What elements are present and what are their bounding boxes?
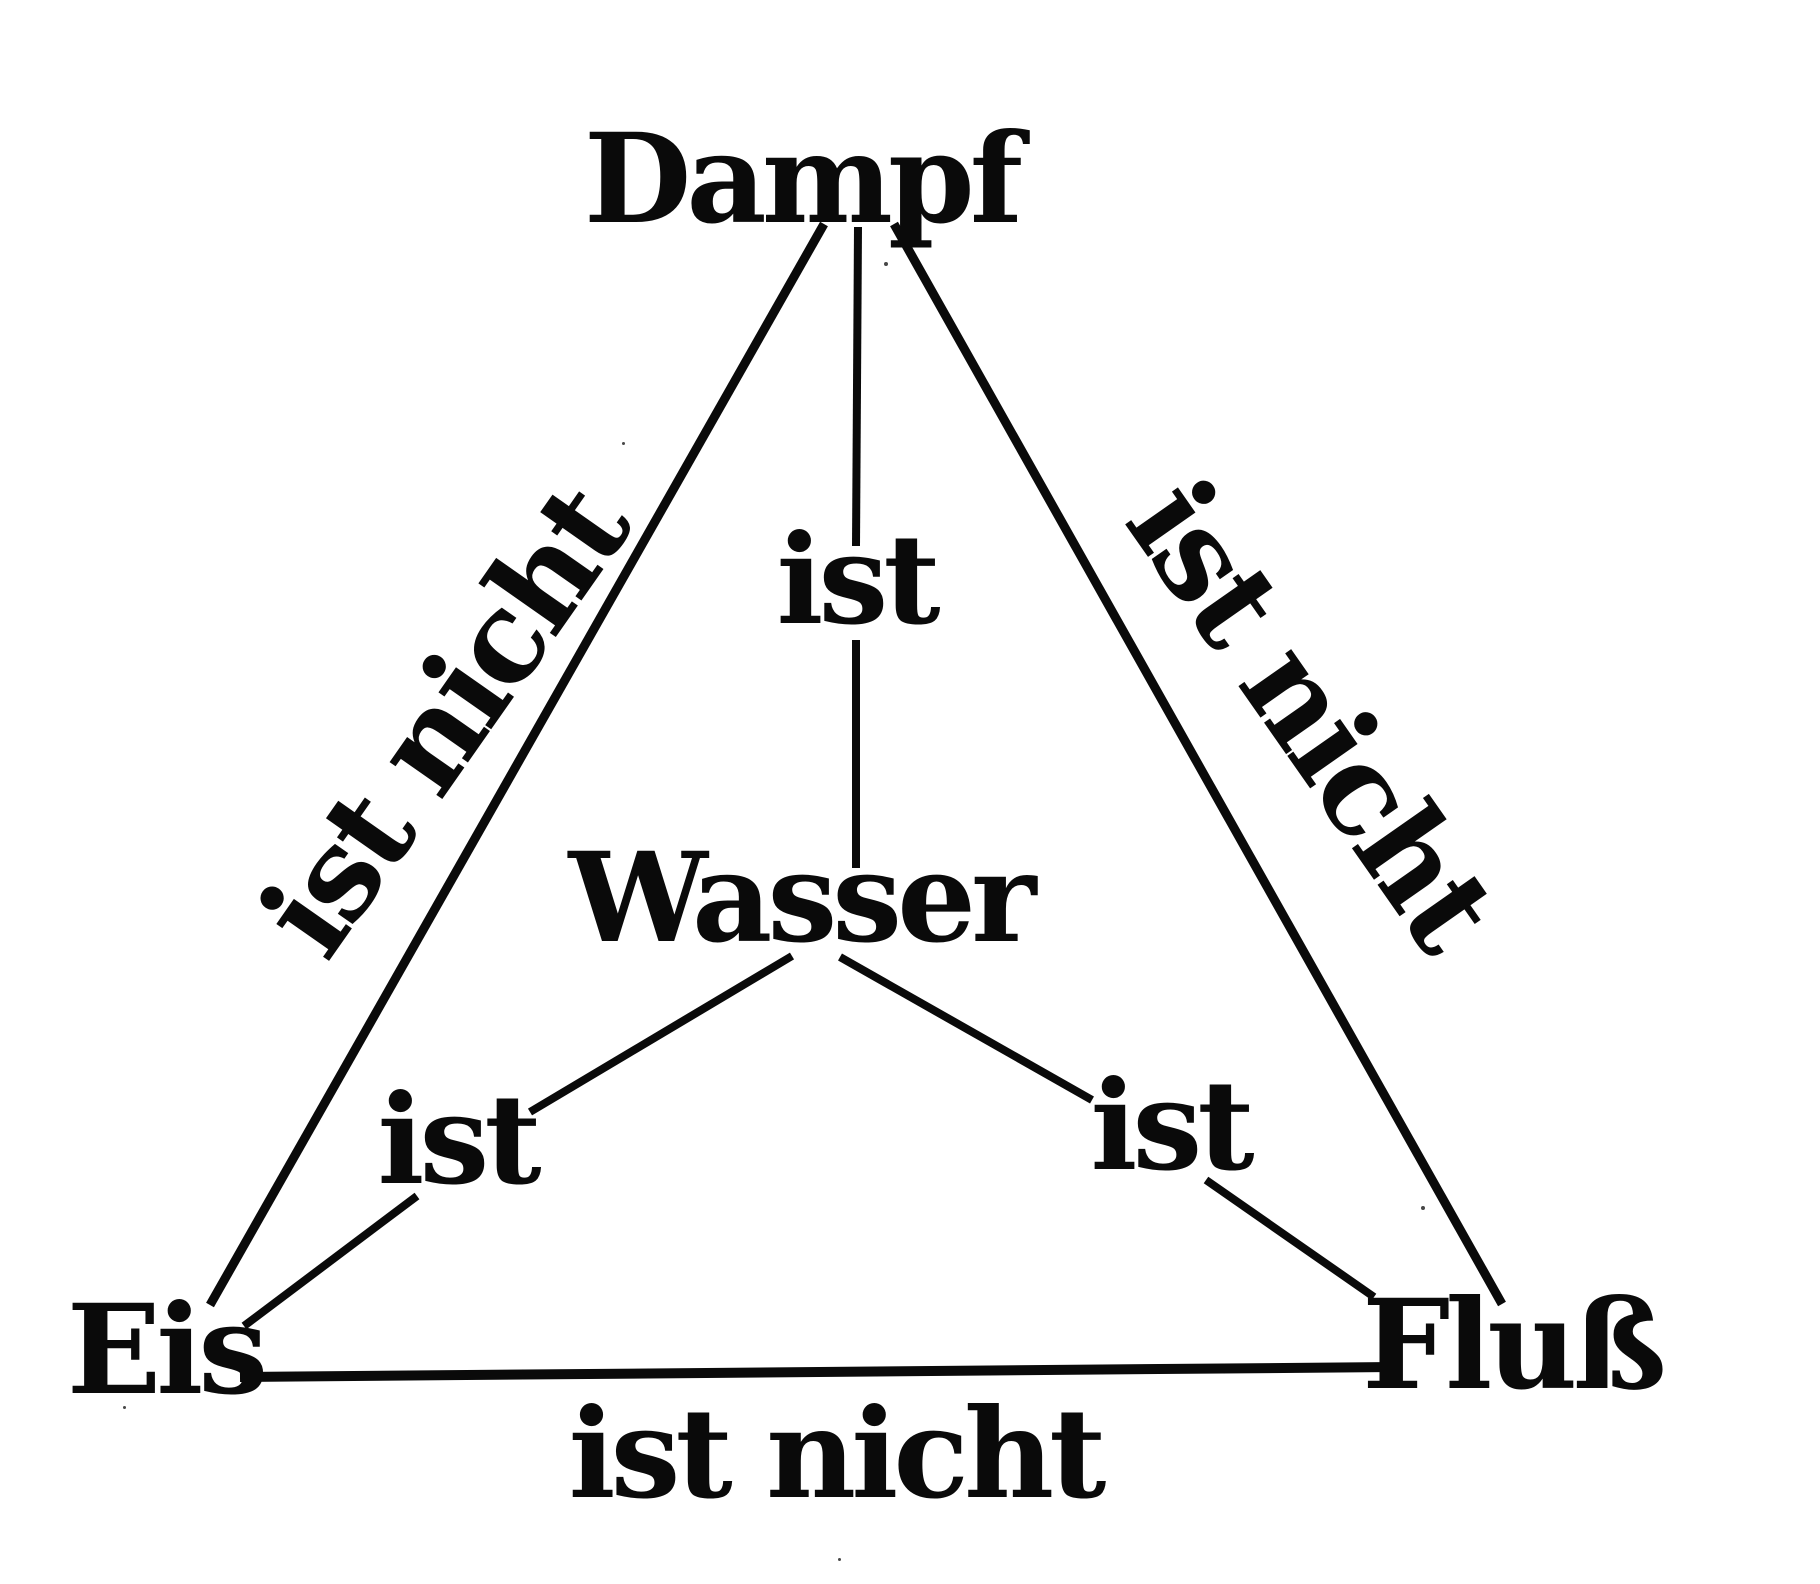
edge-wasser-fluss-line-lower (1203, 1176, 1377, 1301)
edge-wasser-eis-line-lower (241, 1192, 420, 1330)
scan-speck (884, 262, 888, 266)
edge-eis-fluss-line (239, 1362, 1395, 1382)
edge-eis-fluss-label: ist nicht (568, 1382, 1107, 1527)
edge-dampf-eis-line (206, 221, 828, 1308)
edge-wasser-fluss-line-upper (838, 953, 1094, 1104)
edge-dampf-wasser-label: ist (776, 508, 940, 653)
node-fluss-label: Fluß (1362, 1273, 1667, 1418)
node-wasser-label: Wasser (568, 826, 1037, 971)
scan-speck (838, 1558, 841, 1561)
edge-dampf-wasser-line-upper (852, 226, 862, 547)
scan-speck (1421, 1206, 1425, 1210)
edge-wasser-eis-label: ist (377, 1068, 541, 1213)
edge-wasser-fluss-label: ist (1090, 1054, 1254, 1199)
node-eis-label: Eis (66, 1278, 269, 1423)
node-dampf-label: Dampf (583, 107, 1023, 252)
scan-speck (622, 442, 625, 445)
edge-wasser-eis-line-upper (527, 952, 795, 1116)
scan-speck (123, 1406, 126, 1409)
edge-dampf-fluss-line (890, 221, 1506, 1307)
